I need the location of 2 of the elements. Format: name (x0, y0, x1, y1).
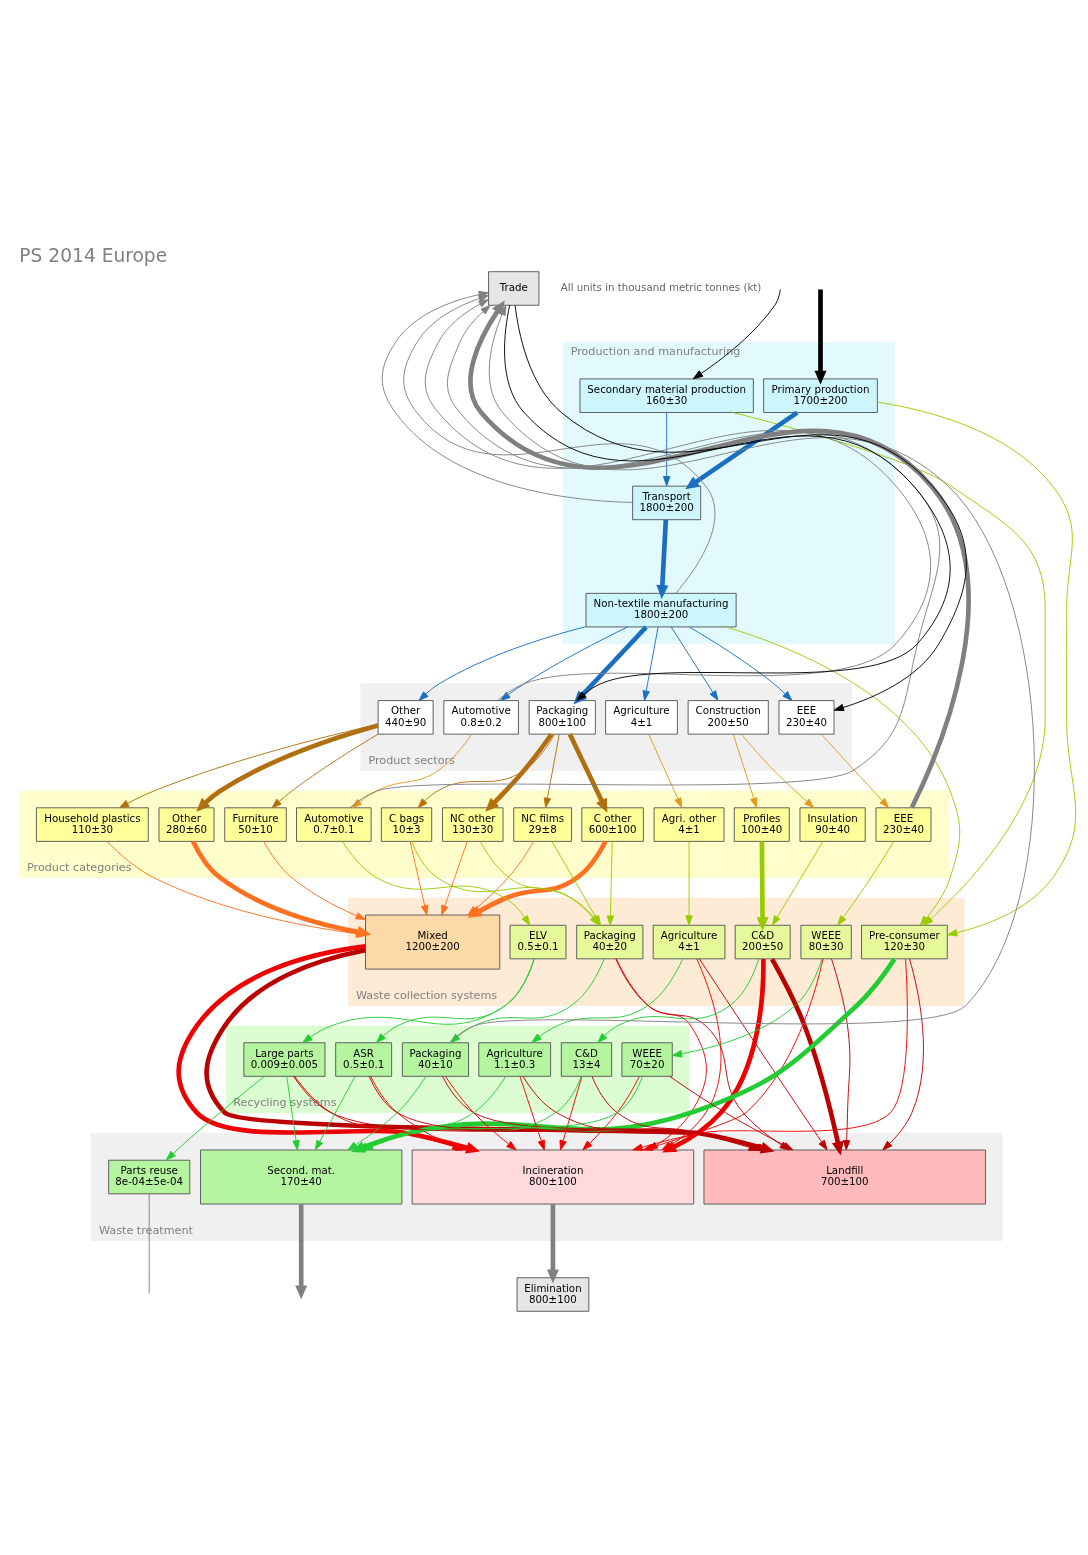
label: All units in thousand metric tonnes (kt) (560, 281, 762, 294)
diagram-title: PS 2014 Europe (19, 245, 168, 267)
